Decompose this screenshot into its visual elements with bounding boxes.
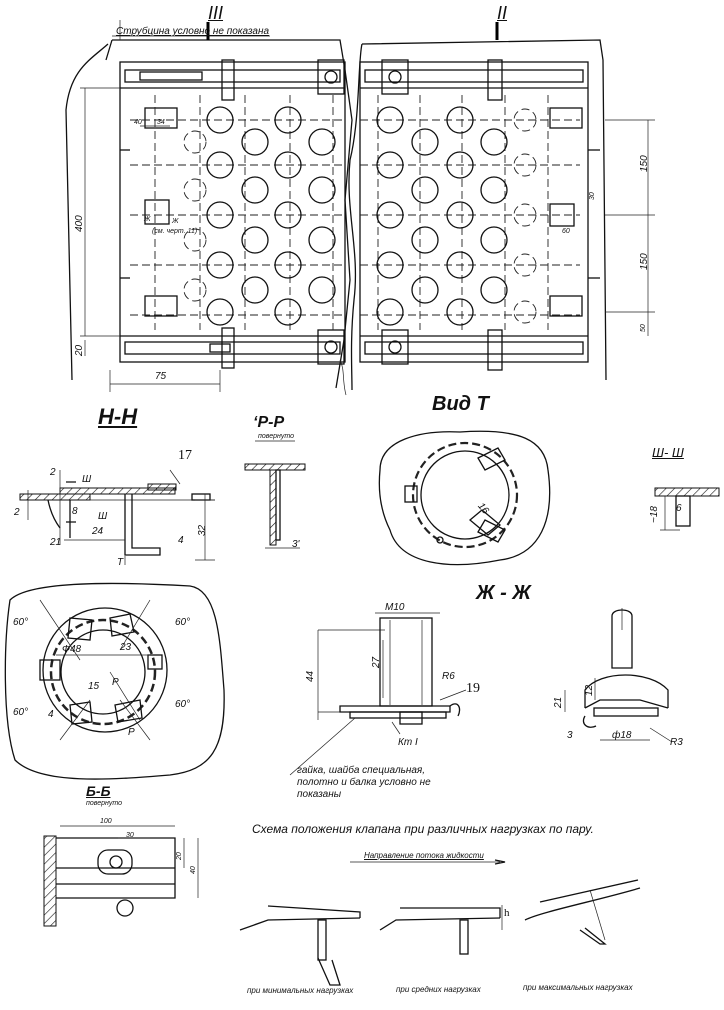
ref-19: 19	[466, 681, 480, 696]
scheme-min-load: при минимальных нагрузках	[247, 986, 354, 995]
dim-100: 100	[100, 818, 112, 825]
section-pp-title: ‘Р-Р	[253, 414, 285, 431]
section-letter-zh-b: Ж	[172, 218, 179, 225]
flow-direction-label: Направление потока жидкости	[364, 851, 484, 860]
dim-30-plan: 30	[589, 192, 596, 200]
dim-m10: M10	[385, 602, 405, 613]
scheme-title: Схема положения клапана при различных на…	[252, 822, 594, 836]
dim-r6: R6	[442, 671, 455, 682]
dim-phi18: ф18	[612, 730, 632, 741]
reference-note: (см. черт. 11)	[152, 228, 198, 235]
ref-17: 17	[178, 448, 192, 463]
dim-20-plan: 20	[74, 344, 85, 356]
section-letter-zh-a: Ж	[144, 216, 151, 223]
dim-27: 27	[371, 656, 382, 668]
dim-400: 400	[74, 215, 85, 232]
section-label-ii: II	[497, 3, 508, 23]
angle-60-top-right: 60°	[175, 617, 191, 628]
dim-40-bb: 40	[190, 866, 197, 874]
section-letter-p-a: Р	[112, 677, 119, 688]
dim-6: 6	[676, 503, 682, 514]
section-letter-t: Т	[117, 557, 124, 568]
section-label-iii: III	[208, 3, 224, 23]
dim-12: 12	[584, 684, 595, 696]
section-shsh-drawing	[654, 487, 720, 531]
dim-24: 24	[92, 526, 104, 537]
section-nn-drawing	[19, 469, 215, 565]
detail-kt-i: Кт I	[398, 737, 418, 748]
dim-18-shsh: ~18	[649, 506, 660, 523]
dim-40-plan: 40	[134, 119, 142, 126]
dim-20-bb: 20	[176, 852, 183, 860]
dim-60: 60	[562, 228, 570, 235]
dim-21-zhzh: 21	[553, 696, 564, 708]
dim-34: 34	[157, 119, 165, 126]
view-t-title: Вид Т	[432, 393, 489, 415]
dim-3-pp: 3'	[292, 539, 300, 550]
section-pp-drawing	[244, 440, 306, 549]
section-nn-title: Н-Н	[98, 404, 138, 429]
angle-60-top-left: 60°	[13, 617, 29, 628]
dim-4-valve: 4	[48, 709, 54, 720]
note-line-3: показаны	[297, 789, 342, 800]
valve-position-scheme	[239, 859, 641, 986]
dim-30-bb: 30	[126, 832, 134, 839]
angle-60-bottom-right: 60°	[175, 699, 191, 710]
scheme-max-load: при максимальных нагрузках	[523, 983, 633, 992]
dim-23: 23	[120, 642, 132, 653]
angle-60-bottom-left: 60°	[13, 707, 29, 718]
dim-21-nn: 21	[50, 537, 62, 548]
section-letter-sh-b: Ш	[98, 511, 108, 522]
section-letter-sh-a: Ш	[82, 474, 92, 485]
dim-4-nn: 4	[178, 535, 184, 546]
section-zhzh-drawing	[289, 608, 673, 776]
dim-75: 75	[155, 371, 167, 382]
dim-44: 44	[305, 670, 316, 682]
view-t-drawing	[378, 430, 551, 566]
dim-150-lower: 150	[639, 253, 650, 270]
section-bb-title: Б-Б	[86, 783, 111, 799]
dim-r3: R3	[670, 737, 683, 748]
dim-2-b: 2	[14, 507, 20, 518]
dim-8: 8	[72, 506, 78, 517]
section-zhzh-title: Ж - Ж	[476, 582, 531, 604]
section-pp-subtitle: повернуто	[258, 433, 295, 440]
scheme-mid-load: при средних нагрузках	[396, 985, 481, 994]
clamp-note: Струбцина условно не показана	[116, 26, 270, 37]
clearance-h: h	[504, 907, 510, 919]
note-line-1: гайка, шайба специальная,	[297, 765, 426, 776]
section-shsh-title: Ш- Ш	[652, 445, 684, 460]
section-letter-p-b: Р	[128, 727, 135, 738]
dim-50: 50	[640, 324, 647, 332]
section-bb-drawing	[43, 825, 199, 927]
tray-plan-view	[65, 20, 655, 396]
section-bb-subtitle: повернуто	[86, 800, 123, 807]
dim-150-upper: 150	[639, 155, 650, 172]
dim-3-zhzh: 3	[567, 730, 573, 741]
dim-32: 32	[197, 524, 208, 536]
note-line-2: полотно и балка условно не	[297, 777, 431, 788]
dim-phi48: Ф48	[62, 644, 82, 655]
dim-15: 15	[88, 681, 100, 692]
valve-plan-drawing	[4, 582, 225, 780]
dim-2-a: 2	[50, 467, 56, 478]
